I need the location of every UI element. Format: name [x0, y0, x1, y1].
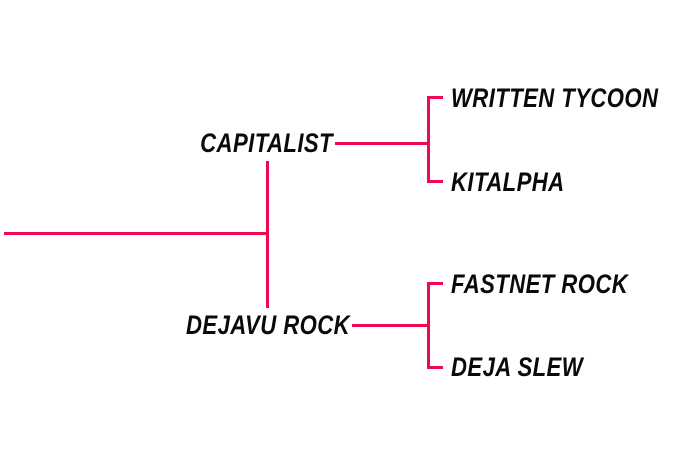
sire-bracket-bottom-arm [427, 180, 443, 183]
sire-bracket-top-arm [427, 96, 443, 99]
generation1-vertical-line [266, 161, 269, 308]
root-connector-line [4, 232, 269, 235]
dam-bracket-bottom-arm [427, 366, 443, 369]
dam-bracket-top-arm [427, 282, 443, 285]
sire-of-dam-name: FASTNET ROCK [451, 269, 629, 299]
sire-name: CAPITALIST [200, 128, 333, 158]
sire-bracket-vertical [427, 96, 430, 183]
dam-of-dam-name: DEJA SLEW [451, 352, 584, 382]
dam-of-sire-name: KITALPHA [451, 167, 565, 197]
sire-connector-line [335, 142, 430, 145]
dam-bracket-vertical [427, 282, 430, 369]
sire-of-sire-name: WRITTEN TYCOON [451, 83, 659, 113]
dam-name: DEJAVU ROCK [185, 310, 350, 340]
dam-connector-line [352, 324, 430, 327]
